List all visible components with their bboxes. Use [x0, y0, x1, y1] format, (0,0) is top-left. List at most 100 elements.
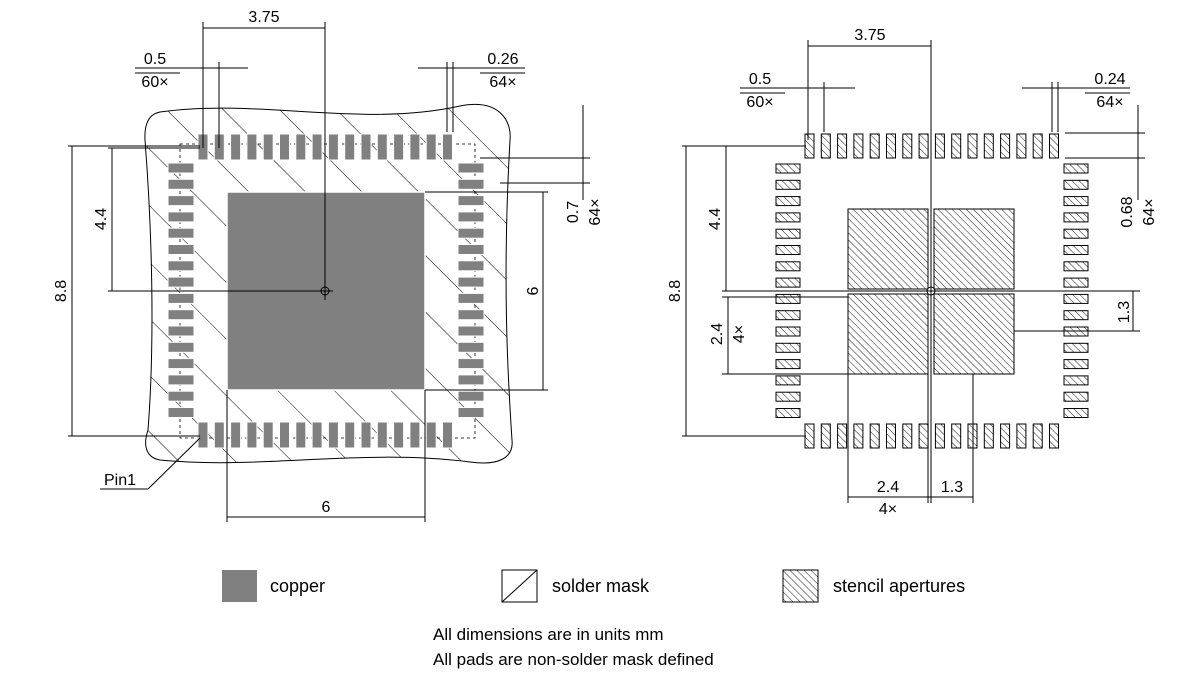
left-pad-left — [167, 211, 195, 223]
right-aperture-top — [934, 133, 945, 159]
left-pad-bottom — [344, 421, 356, 449]
left-pad-left — [167, 227, 195, 239]
left-pad-left — [167, 390, 195, 402]
pin1-label: Pin1 — [104, 472, 136, 489]
left-dim-ep-height: 6 — [525, 286, 542, 295]
left-pad-right — [457, 178, 485, 190]
left-pad-bottom — [360, 421, 372, 449]
right-aperture-top — [820, 133, 831, 159]
left-dim-pad-width: 0.26 — [487, 51, 518, 68]
right-aperture-right — [1063, 277, 1089, 288]
right-aperture-top — [869, 133, 880, 159]
left-pad-left — [167, 195, 195, 207]
left-pad-top — [409, 133, 421, 161]
left-pad-bottom — [197, 421, 209, 449]
right-aperture-top — [918, 133, 929, 159]
left-pad-left — [167, 162, 195, 174]
legend-stencil-label: stencil apertures — [833, 576, 965, 596]
center-mark-icon — [320, 286, 330, 296]
left-pad-top — [376, 133, 388, 161]
left-view: 3.75 0.5 60× 0.26 64× 4.4 8.8 0.7 64× 6 — [53, 9, 604, 522]
left-pad-top — [246, 133, 258, 161]
right-aperture-left — [775, 293, 801, 304]
right-aperture-top — [837, 133, 848, 159]
left-pad-top — [327, 133, 339, 161]
left-pad-top — [442, 133, 453, 161]
right-dim-pitch-width: 3.75 — [854, 27, 885, 44]
right-aperture-bottom — [886, 423, 896, 449]
right-aperture-left — [775, 261, 801, 272]
right-dim-window-offset: 1.3 — [1116, 301, 1133, 323]
right-aperture-top — [886, 133, 896, 159]
right-dim-aperture-length: 0.68 — [1119, 196, 1136, 227]
left-pad-bottom — [425, 421, 437, 449]
right-center-mark-icon — [926, 286, 936, 296]
left-pad-right — [457, 407, 485, 418]
right-aperture-bottom — [853, 423, 864, 449]
stencil-window-bl — [847, 293, 929, 375]
right-aperture-left — [775, 408, 801, 418]
left-pad-bottom — [311, 421, 323, 449]
left-pad-bottom — [230, 421, 242, 449]
left-pad-right — [457, 390, 485, 402]
left-pad-left — [167, 276, 195, 288]
left-pad-bottom — [295, 421, 307, 449]
right-aperture-top — [1016, 133, 1027, 159]
left-pad-right — [457, 276, 485, 288]
left-dim-pad-count: 64× — [489, 74, 516, 91]
left-pad-right — [457, 292, 485, 304]
stencil-window-br — [933, 293, 1015, 375]
left-pad-left — [167, 309, 195, 321]
right-aperture-right — [1063, 163, 1089, 174]
right-dim-window-offset-bottom: 1.3 — [941, 479, 963, 496]
right-aperture-bottom — [869, 423, 880, 449]
left-pad-bottom — [409, 421, 421, 449]
right-aperture-bottom — [951, 423, 962, 449]
right-aperture-left — [775, 163, 801, 174]
right-dim-window-count: 4× — [731, 325, 748, 343]
left-dim-pitch-width: 3.75 — [248, 9, 279, 26]
left-pad-right — [457, 227, 485, 239]
left-pad-left — [167, 292, 195, 304]
right-aperture-top — [1049, 133, 1059, 159]
right-view: 3.75 0.5 60× 0.24 64× 0.68 64× 1.3 4.4 8… — [667, 27, 1158, 518]
left-pad-top — [262, 133, 274, 161]
left-dim-pad-length: 0.7 — [565, 201, 582, 223]
right-aperture-right — [1063, 359, 1089, 370]
right-dim-window-size-bottom: 2.4 — [877, 479, 899, 496]
right-aperture-right — [1063, 196, 1089, 207]
right-aperture-left — [775, 342, 801, 353]
right-dim-aperture-length-count: 64× — [1141, 198, 1158, 225]
left-pad-bottom — [246, 421, 258, 449]
left-dim-ep-width: 6 — [322, 499, 331, 516]
right-aperture-bottom — [983, 423, 994, 449]
left-pad-right — [457, 341, 485, 353]
right-aperture-bottom — [1000, 423, 1011, 449]
left-pad-right — [457, 195, 485, 207]
left-pad-right — [457, 374, 485, 386]
left-dim-pitch-count: 60× — [141, 74, 168, 91]
right-aperture-left — [775, 277, 801, 288]
right-dim-total-height: 8.8 — [667, 280, 684, 302]
legend-stencil-swatch — [782, 569, 819, 603]
right-aperture-right — [1063, 408, 1089, 418]
right-aperture-right — [1063, 375, 1089, 386]
right-aperture-top — [902, 133, 913, 159]
left-pad-bottom — [376, 421, 388, 449]
left-dim-half-height: 4.4 — [93, 208, 110, 230]
right-aperture-left — [775, 245, 801, 255]
left-pad-right — [457, 358, 485, 370]
right-aperture-right — [1063, 179, 1089, 190]
left-pad-left — [167, 341, 195, 353]
right-aperture-left — [775, 179, 801, 190]
left-pad-bottom — [213, 421, 225, 449]
right-aperture-bottom — [934, 423, 945, 449]
left-pad-top — [344, 133, 356, 161]
legend-copper-swatch — [222, 570, 257, 602]
legend-copper-label: copper — [270, 576, 325, 596]
right-aperture-top — [1000, 133, 1011, 159]
left-pads-group — [167, 133, 485, 449]
left-pad-right — [457, 244, 485, 255]
right-aperture-right — [1063, 228, 1089, 239]
